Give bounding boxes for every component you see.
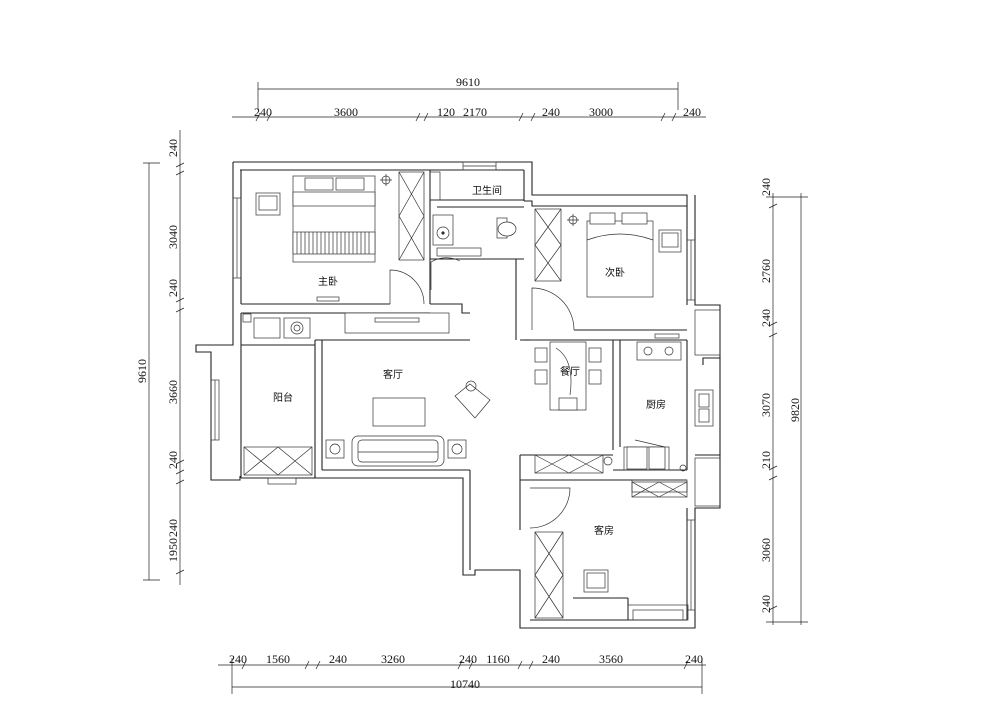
dim-left-4: 3660 [166,380,180,404]
kitchen-sink [694,389,714,427]
dim-top-6: 3000 [589,105,613,119]
kitchen-stove [636,341,682,361]
second-lamp-icon [567,214,579,226]
dim-left-total: 9610 [135,359,149,383]
second-armchair [658,229,682,253]
dim-right-7: 240 [759,595,773,613]
dim-bottom-9: 240 [685,652,703,666]
dim-right-5: 210 [759,451,773,469]
dim-bottom-6: 1160 [486,652,510,666]
side-table-left [325,439,345,459]
label-second-bedroom: 次卧 [605,266,625,279]
second-bed [586,212,654,298]
dim-left-6: 240 [166,519,180,537]
dim-right-total: 9820 [788,398,802,422]
label-bathroom: 卫生间 [472,184,502,197]
dining-table [534,341,602,411]
living-armchair [454,380,491,419]
dim-bottom-8: 3560 [599,652,623,666]
label-balcony: 阳台 [273,391,293,404]
dim-left-5: 240 [166,451,180,469]
hall-lamp-icon [603,456,613,466]
master-armchair [255,192,281,216]
bathroom-fixtures [432,214,517,257]
dim-bottom-1: 240 [229,652,247,666]
dim-left-2: 3040 [166,225,180,249]
label-living-room: 客厅 [383,368,403,381]
dim-left-3: 240 [166,279,180,297]
dim-top-4: 2170 [463,105,487,119]
label-master-bedroom: 主卧 [318,275,338,288]
label-guest-room: 客房 [594,524,614,537]
dim-right-3: 240 [759,309,773,327]
second-bedroom-tv [654,333,680,339]
bottom-dimension-lines [218,658,706,694]
kitchen-lamp-icon [679,464,687,472]
dim-bottom-2: 1560 [266,652,290,666]
dim-right-1: 240 [759,178,773,196]
guest-armchair [583,569,609,593]
label-dining-room: 餐厅 [560,365,580,378]
right-dimension-lines [766,193,808,625]
dim-top-3: 120 [437,105,455,119]
balcony-lamp-icon [242,313,252,323]
dim-right-4: 3070 [759,393,773,417]
dim-top-2: 3600 [334,105,358,119]
master-bedroom-tv [316,296,340,302]
dim-bottom-3: 240 [329,652,347,666]
dim-bottom-4: 3260 [381,652,405,666]
balcony-appliances [253,317,311,339]
dim-left-7: 1950 [166,538,180,562]
dim-top-5: 240 [542,105,560,119]
label-kitchen: 厨房 [646,398,666,411]
tv-cabinet [344,312,450,334]
left-dimension-lines [143,130,185,585]
coffee-table [372,397,426,427]
wardrobes [243,171,688,619]
doors [389,257,575,529]
living-sofa [351,435,445,467]
bed-blanket-stripes [292,231,376,255]
top-dimension-lines [232,82,706,122]
dim-right-6: 3060 [759,538,773,562]
dim-bottom-total: 10740 [450,677,480,691]
dim-bottom-5: 240 [459,652,477,666]
dim-bottom-7: 240 [542,652,560,666]
dim-top-7: 240 [683,105,701,119]
dim-top-total: 9610 [456,75,480,89]
dim-left-1: 240 [166,139,180,157]
dim-top-1: 240 [254,105,272,119]
master-bed [292,175,376,263]
side-table-right [447,439,467,459]
dim-right-2: 2760 [759,259,773,283]
kitchen-fridge [626,439,666,470]
master-lamp-icon [380,174,392,186]
windows [210,161,721,621]
